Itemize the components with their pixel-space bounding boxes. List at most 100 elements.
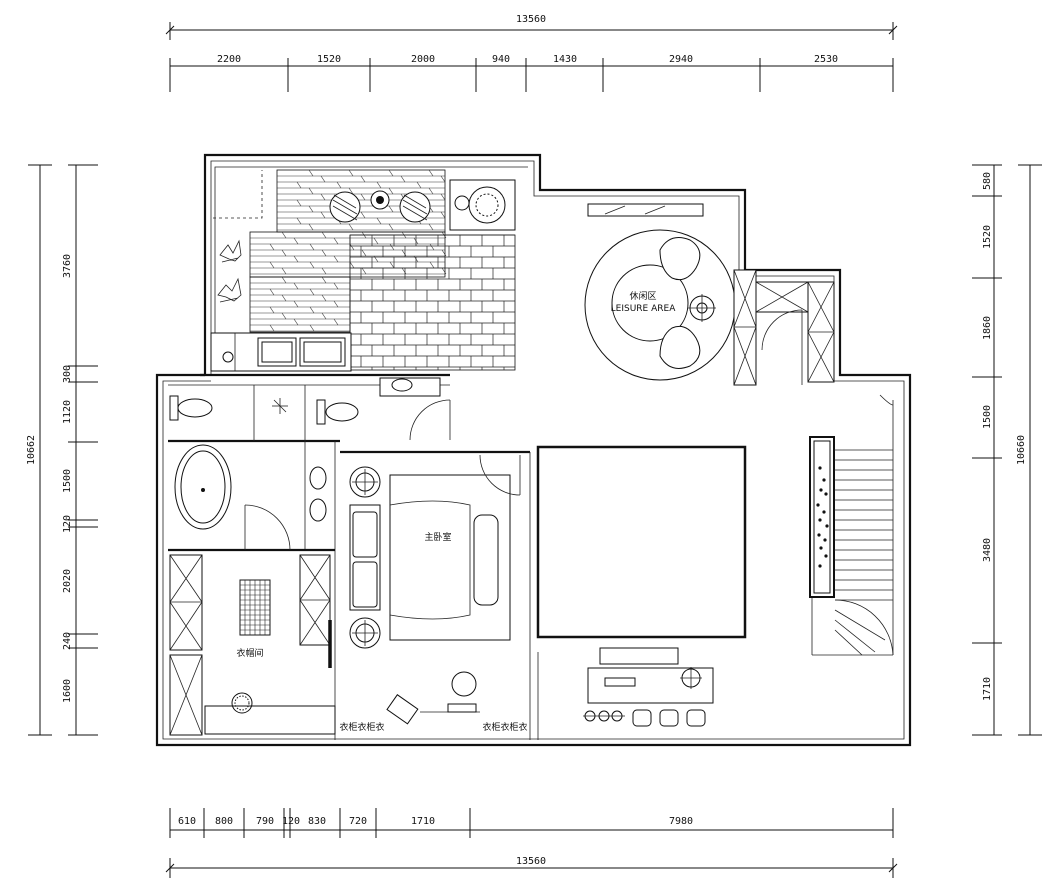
right-seg-3: 1860 (982, 316, 993, 340)
vanity-sinks (309, 466, 327, 522)
plank-joint (388, 205, 394, 213)
bedroom-walls (340, 450, 531, 740)
wardrobe-label-2: 衣柜衣柜衣 (482, 721, 527, 733)
toilet-icon-2 (316, 399, 359, 425)
plank-joint (308, 223, 314, 231)
plank-joint (441, 267, 447, 275)
staircase (809, 436, 835, 598)
plank-joint (361, 249, 367, 257)
plank-joint (348, 169, 354, 177)
plank-joint (333, 237, 339, 245)
plank-joint (376, 217, 382, 225)
storage-cabinet-1 (733, 269, 757, 386)
plank-joint (269, 306, 275, 314)
closet-door (761, 309, 803, 385)
plank-joint (360, 193, 366, 201)
top-total-label: 13560 (516, 14, 546, 25)
left-seg-5: 120 (62, 515, 73, 533)
lounge-side-lamp-icon (688, 294, 716, 322)
plank-joint (388, 169, 394, 177)
plank-joint (428, 169, 434, 177)
right-seg-2: 1520 (982, 225, 993, 249)
plank-joint (333, 282, 339, 290)
right-seg-1: 580 (982, 172, 993, 190)
washbasin-icon (379, 377, 441, 397)
plank-joint (293, 300, 299, 308)
bedside-lamp-top (349, 466, 381, 498)
top-seg-5: 1430 (553, 54, 577, 65)
plank-joint (429, 261, 435, 269)
left-seg-7: 240 (62, 632, 73, 650)
stair-railing-dots (816, 466, 829, 568)
lounge-chair-top (659, 237, 701, 281)
staircase-steps (834, 449, 893, 591)
plank-joint (388, 223, 394, 231)
bathroom-partitions (168, 373, 450, 740)
plank-joint (309, 243, 315, 251)
plank-joint (349, 243, 355, 251)
bottom-total-label: 13560 (516, 856, 546, 867)
plank-joint (269, 288, 275, 296)
media-console (587, 647, 714, 704)
lounge-chair-bottom (659, 325, 701, 369)
plank-joint (281, 294, 287, 302)
railing-dot (819, 546, 823, 550)
plank-joint (281, 276, 287, 284)
bedside-lamp-bottom (349, 617, 381, 649)
top-seg-2: 1520 (317, 54, 341, 65)
left-seg-6: 2020 (62, 569, 73, 593)
left-seg-8: 1600 (62, 679, 73, 703)
left-dimension-segments: 3760 300 1120 1500 120 2020 240 1600 (62, 164, 98, 736)
bottom-seg-8: 7980 (669, 816, 693, 827)
plank-joint (360, 211, 366, 219)
spiral-stair (811, 400, 894, 656)
cloakroom-cabinets (169, 554, 331, 736)
terrace-table (370, 190, 390, 210)
plank-joint (269, 324, 275, 332)
plank-joint (269, 243, 275, 251)
wardrobe-label-1: 衣柜衣柜衣 (339, 721, 384, 733)
plank-joint (441, 249, 447, 257)
top-seg-7: 2530 (814, 54, 838, 65)
media-seats (632, 709, 706, 727)
lounge-table-label: LEISURE AREA (611, 304, 677, 314)
shower-icon (272, 398, 288, 414)
top-seg-4: 940 (492, 54, 510, 65)
top-dimension-segments: 2200 1520 2000 940 1430 2940 2530 (169, 54, 894, 92)
railing-dot (816, 503, 820, 507)
plank-joint (309, 306, 315, 314)
right-seg-5: 3480 (982, 538, 993, 562)
plank-joint (281, 267, 287, 275)
bottom-dimension-segments: 610 800 790 120 830 720 1710 7980 (169, 808, 894, 838)
plank-joint (309, 324, 315, 332)
left-seg-1: 3760 (62, 254, 73, 278)
bottom-seg-3: 790 (256, 816, 274, 827)
storage-cabinet-2 (755, 281, 835, 383)
cloakroom-island-grid (239, 579, 271, 636)
railing-dot (818, 466, 822, 470)
plank-joint (389, 261, 395, 269)
bed-icon: 主卧室 (349, 474, 511, 641)
plank-joint (293, 237, 299, 245)
plank-joint (440, 193, 446, 201)
bottom-seg-7: 1710 (411, 816, 435, 827)
plank-joint (321, 267, 327, 275)
plank-joint (320, 211, 326, 219)
terrace-chair-right (399, 191, 431, 223)
hall-door (409, 399, 451, 441)
railing-dot (822, 510, 826, 514)
plank-joint (400, 175, 406, 183)
bottom-dimension-total: 13560 (165, 856, 898, 878)
right-dimension-total: 10660 (1016, 164, 1042, 736)
railing-dot (823, 538, 827, 542)
toilet-icon (169, 395, 213, 421)
left-dimension-total: 10662 (26, 164, 52, 736)
window-bench (587, 203, 704, 217)
plank-joint (281, 249, 287, 257)
plank-joint (348, 223, 354, 231)
plank-joint (321, 231, 327, 239)
plank-joint (416, 181, 422, 189)
left-seg-4: 1500 (62, 469, 73, 493)
plank-joint (309, 288, 315, 296)
